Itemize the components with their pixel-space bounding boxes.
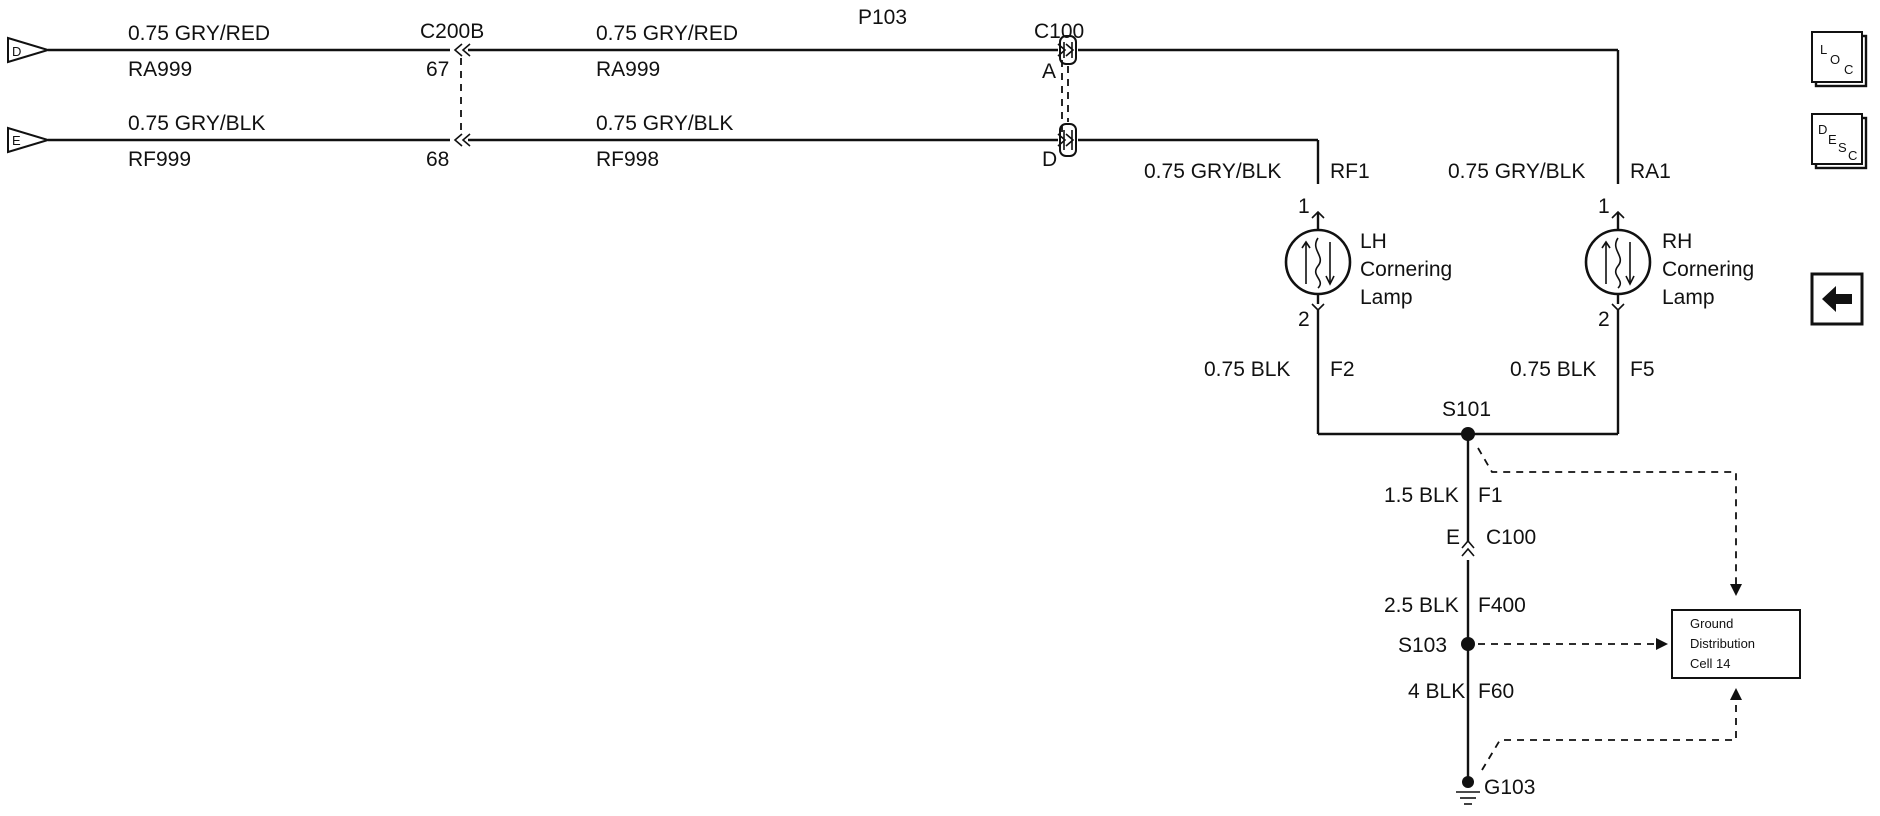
wire-label-circuit: RF998 [596,148,659,171]
svg-text:P103: P103 [858,6,907,29]
wire-label-circuit: RA999 [128,58,192,81]
wire-label-circuit: F2 [1330,358,1355,381]
svg-text:1: 1 [1298,195,1310,218]
svg-text:E: E [1828,132,1837,147]
wire-ra999 [48,48,1620,184]
svg-text:C: C [1844,62,1853,77]
wire-label-gauge: 0.75 GRY/BLK [128,112,265,135]
ground-distribution-reference-box[interactable]: Ground Distribution Cell 14 [1671,609,1801,679]
wire-label-circuit: RF1 [1330,160,1370,183]
splice-s103[interactable]: S103 [1398,634,1475,657]
svg-text:C100: C100 [1034,20,1084,43]
wire-label-circuit: F5 [1630,358,1655,381]
svg-text:L: L [1820,42,1827,57]
connector-c100-top[interactable]: C100 A D [1034,20,1084,171]
connector-c200b[interactable]: C200B 67 68 [420,20,484,171]
wire-label-circuit: RF999 [128,148,191,171]
wire-label-gauge: 0.75 GRY/RED [128,22,270,45]
location-button[interactable]: L O C [1811,31,1868,88]
svg-text:RH: RH [1662,230,1692,253]
wire-label-circuit: RA999 [596,58,660,81]
svg-text:Cornering: Cornering [1662,258,1754,281]
wire-label-circuit: F60 [1478,680,1514,703]
svg-text:S103: S103 [1398,634,1447,657]
wire-label-gauge: 0.75 GRY/BLK [596,112,733,135]
wire-rf999 [48,138,1320,184]
svg-text:68: 68 [426,148,449,171]
description-button[interactable]: D E S C [1811,113,1868,170]
svg-text:Cell 14: Cell 14 [1690,656,1730,671]
wire-label-gauge: 1.5 BLK [1384,484,1459,507]
wire-label-gauge: 0.75 GRY/BLK [1144,160,1281,183]
svg-text:2: 2 [1598,308,1610,331]
svg-text:A: A [1042,60,1056,83]
svg-text:Cornering: Cornering [1360,258,1452,281]
connector-c100-mid[interactable]: E C100 [1446,526,1536,557]
svg-text:Ground: Ground [1690,616,1733,631]
svg-text:Lamp: Lamp [1662,286,1715,309]
connector-p103[interactable]: P103 [858,6,1077,157]
svg-text:LH: LH [1360,230,1387,253]
wire-label-circuit: F1 [1478,484,1503,507]
wire-label-gauge: 2.5 BLK [1384,594,1459,617]
svg-text:2: 2 [1298,308,1310,331]
svg-text:D: D [1818,122,1827,137]
rh-cornering-lamp[interactable]: 0.75 GRY/BLK RA1 1 RH Cornering Lamp 2 0… [1448,160,1754,434]
lh-cornering-lamp[interactable]: 0.75 GRY/BLK RF1 1 LH Cornering Lamp 2 0… [1144,160,1452,434]
wire-label-gauge: 0.75 GRY/BLK [1448,160,1585,183]
offpage-connector-e[interactable]: E [7,126,52,154]
svg-text:Lamp: Lamp [1360,286,1413,309]
wire-label-gauge: 4 BLK [1408,680,1465,703]
splice-s101[interactable]: S101 [1442,398,1491,441]
ground-distribution-dashed-links [1477,447,1742,771]
svg-text:O: O [1830,52,1840,67]
svg-text:C: C [1848,148,1857,163]
wire-label-gauge: 0.75 GRY/RED [596,22,738,45]
arrow-left-icon [1822,286,1852,312]
wire-label-circuit: F400 [1478,594,1526,617]
svg-text:S: S [1838,140,1847,155]
svg-text:1: 1 [1598,195,1610,218]
svg-text:D: D [1042,148,1057,171]
wire-label-circuit: RA1 [1630,160,1671,183]
svg-text:E: E [12,133,21,148]
svg-text:Distribution: Distribution [1690,636,1755,651]
ground-circuit [1318,432,1618,784]
svg-text:S101: S101 [1442,398,1491,421]
back-button[interactable] [1810,272,1864,326]
ground-g103[interactable]: G103 [1456,776,1535,805]
svg-text:67: 67 [426,58,449,81]
svg-text:G103: G103 [1484,776,1535,799]
wire-label-gauge: 0.75 BLK [1510,358,1596,381]
offpage-connector-d[interactable]: D [7,36,52,64]
svg-text:D: D [12,44,21,59]
wire-label-gauge: 0.75 BLK [1204,358,1290,381]
svg-text:E: E [1446,526,1460,549]
svg-text:C200B: C200B [420,20,484,43]
svg-text:C100: C100 [1486,526,1536,549]
